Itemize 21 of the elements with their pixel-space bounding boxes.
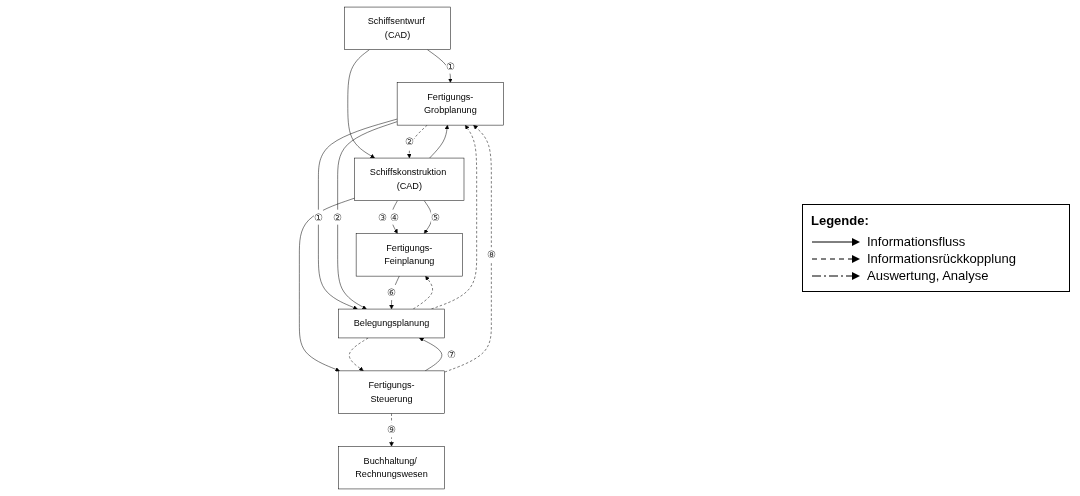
legend-text: Informationsfluss: [867, 234, 966, 249]
edge-label: ①: [313, 211, 323, 223]
edge-label: ⑥: [386, 287, 396, 299]
edge-label: ②: [332, 211, 342, 223]
edge-label: ⑦: [446, 348, 456, 360]
node-box: Fertigungs-Grobplanung: [396, 82, 504, 126]
edge-label: ⑨: [386, 424, 396, 436]
edge-label: ⑤: [430, 211, 440, 223]
node-box: Schiffskonstruktion (CAD): [353, 157, 464, 201]
edge-label: ②: [404, 136, 414, 148]
legend-text: Informationsrückkopplung: [867, 251, 1016, 266]
edge-label: ③ ④: [377, 211, 399, 223]
node-box: Fertigungs-Feinplanung: [355, 233, 463, 277]
edge-label: ①: [445, 60, 455, 72]
legend-text: Auswertung, Analyse: [867, 268, 989, 283]
node-box: Belegungsplanung: [337, 308, 445, 339]
node-box: Buchhaltung/ Rechnungswesen: [337, 446, 445, 490]
legend-title: Legende:: [811, 213, 869, 228]
edge-label: ⑧: [486, 249, 496, 261]
node-box: Fertigungs-Steuerung: [337, 370, 445, 414]
node-box: Schiffsentwurf (CAD): [343, 6, 451, 50]
